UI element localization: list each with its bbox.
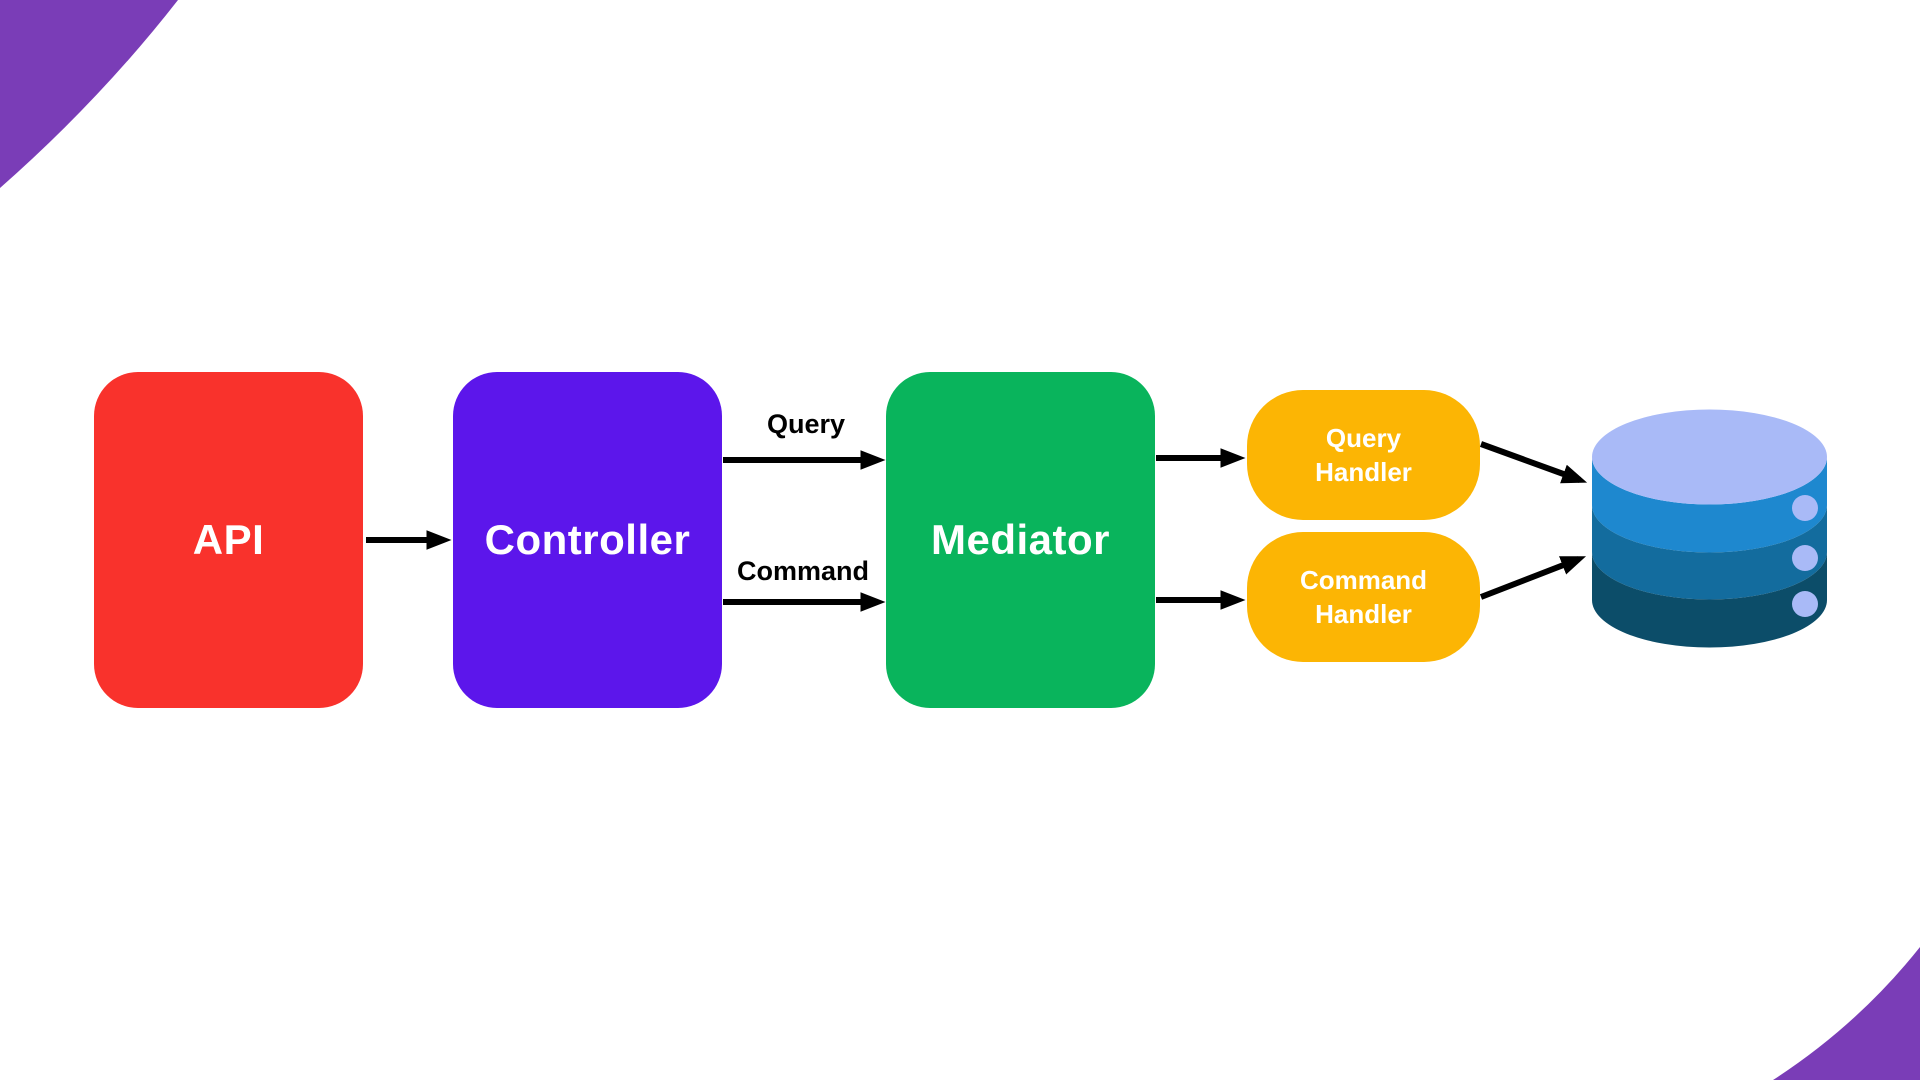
database-band-middle	[1592, 505, 1827, 600]
node-api-label: API	[192, 516, 265, 563]
command-handler-line1: Command	[1299, 565, 1428, 595]
arrow-command-handler-to-database	[1479, 556, 1587, 600]
node-mediator: Mediator	[886, 372, 1155, 708]
edge-label-command: Command	[736, 556, 870, 586]
node-command-handler: Command Handler	[1247, 532, 1480, 662]
node-query-handler: Query Handler	[1247, 390, 1480, 520]
corner-swoosh-top-left	[0, 0, 178, 188]
node-api: API	[94, 372, 363, 708]
node-controller-label: Controller	[484, 516, 691, 563]
node-mediator-label: Mediator	[930, 516, 1110, 563]
node-controller: Controller	[453, 372, 722, 708]
edge-label-query: Query	[766, 409, 846, 439]
query-handler-line1: Query	[1325, 423, 1402, 453]
arrows-group	[366, 441, 1588, 612]
database-dot-middle	[1792, 545, 1818, 571]
database-icon	[1592, 409, 1827, 648]
node-command-handler-label: Command Handler	[1300, 563, 1427, 631]
arrow-query-handler-to-database	[1479, 441, 1588, 484]
query-handler-line2: Handler	[1315, 457, 1412, 487]
database-dot-bottom	[1792, 591, 1818, 617]
corner-swoosh-bottom-right	[1773, 947, 1920, 1080]
database-dot-top	[1792, 495, 1818, 521]
node-query-handler-label: Query Handler	[1315, 421, 1412, 489]
database-band-bottom	[1592, 552, 1827, 648]
database-top-ellipse	[1592, 409, 1827, 505]
database-band-top	[1592, 457, 1827, 553]
command-handler-line2: Handler	[1315, 599, 1412, 629]
